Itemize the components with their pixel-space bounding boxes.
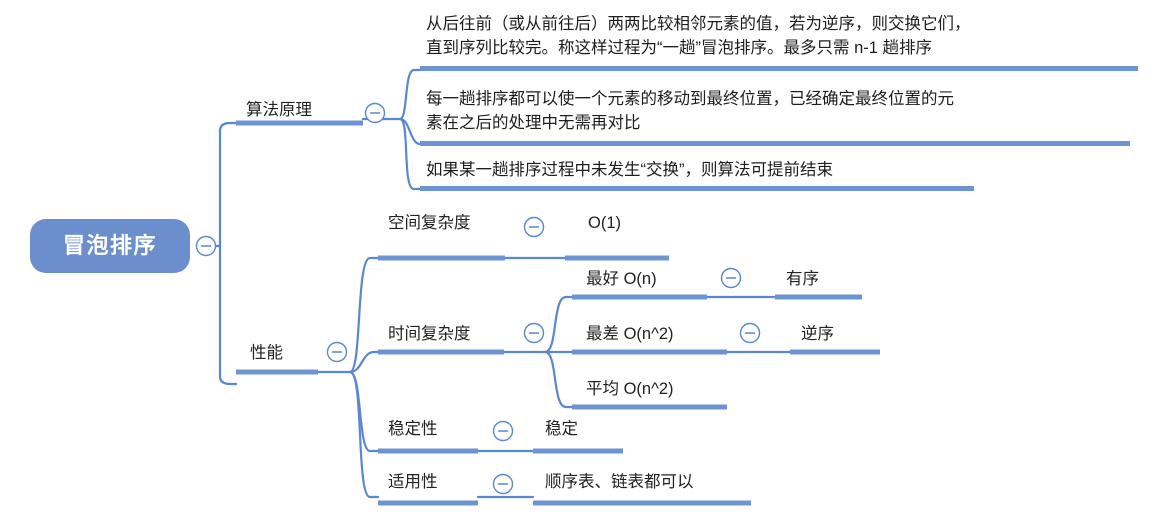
- connector-principle-to-p1: [398, 68, 422, 121]
- node-applicability-label: 适用性: [388, 472, 438, 491]
- toggle-applicability[interactable]: [492, 473, 514, 495]
- node-principle-1-line-1: 从后往前（或从前往后）两两比较相邻元素的值，若为逆序，则交换它们，: [426, 14, 971, 33]
- connector-performance-to-space: [348, 256, 380, 374]
- toggle-space-complexity[interactable]: [523, 216, 545, 238]
- node-time-worst-underline: [572, 349, 727, 355]
- node-principle[interactable]: 算法原理: [236, 100, 363, 126]
- node-principle-3[interactable]: 如果某一趟排序过程中未发生“交换”，则算法可提前结束: [420, 160, 974, 191]
- node-principle-1-line-2: 直到序列比较完。称这样过程为“一趟”冒泡排序。最多只需 n-1 趟排序: [426, 38, 932, 57]
- node-principle-3-line-1: 如果某一趟排序过程中未发生“交换”，则算法可提前结束: [426, 160, 833, 179]
- node-stability-value[interactable]: 稳定: [533, 419, 623, 454]
- toggle-performance[interactable]: [326, 341, 348, 363]
- node-time-avg-label: 平均 O(n^2): [586, 379, 674, 398]
- root-node-label: 冒泡排序: [63, 233, 157, 258]
- connector-time-to-avg: [543, 350, 574, 409]
- root-node-shape[interactable]: [30, 219, 190, 273]
- node-principle-1-underline: [420, 66, 1138, 71]
- node-time-worst-case[interactable]: 逆序: [790, 324, 880, 355]
- node-principle-3-underline: [420, 186, 974, 191]
- node-time-worst-case-label: 逆序: [801, 324, 834, 343]
- node-stability-underline: [378, 448, 478, 454]
- connector-time-to-best: [543, 295, 574, 354]
- node-applicability-value-underline: [533, 500, 751, 506]
- node-time-best-label: 最好 O(n): [586, 269, 657, 288]
- root-toggle[interactable]: [195, 235, 217, 257]
- node-time-avg[interactable]: 平均 O(n^2): [572, 379, 727, 410]
- root-node[interactable]: 冒泡排序: [30, 219, 190, 273]
- node-principle-1[interactable]: 从后往前（或从前往后）两两比较相邻元素的值，若为逆序，则交换它们， 直到序列比较…: [420, 14, 1138, 71]
- node-space-complexity[interactable]: 空间复杂度: [378, 213, 505, 261]
- node-time-complexity-underline: [378, 349, 504, 355]
- node-space-o1[interactable]: O(1): [565, 214, 669, 261]
- node-time-avg-underline: [572, 404, 727, 410]
- node-time-best-case[interactable]: 有序: [775, 269, 862, 300]
- connector-root-to-principle: [218, 121, 238, 133]
- toggle-time-complexity[interactable]: [523, 322, 545, 344]
- node-time-best-case-label: 有序: [786, 269, 819, 288]
- node-performance-underline: [236, 369, 318, 375]
- node-time-complexity-label: 时间复杂度: [388, 324, 471, 343]
- node-applicability-value[interactable]: 顺序表、链表都可以: [533, 472, 751, 506]
- node-applicability-value-label: 顺序表、链表都可以: [545, 472, 694, 491]
- node-time-best-underline: [572, 294, 707, 300]
- node-stability-value-underline: [533, 448, 623, 454]
- node-time-best-case-underline: [775, 294, 862, 300]
- connector-principle-to-p3: [398, 117, 422, 191]
- node-space-complexity-label: 空间复杂度: [388, 213, 471, 232]
- node-performance-label: 性能: [250, 343, 283, 362]
- node-performance[interactable]: 性能: [236, 343, 318, 375]
- node-principle-label: 算法原理: [246, 100, 312, 119]
- node-stability[interactable]: 稳定性: [378, 419, 478, 454]
- node-principle-2[interactable]: 每一趟排序都可以使一个元素的移动到最终位置，已经确定最终位置的元 素在之后的处理…: [420, 89, 1130, 146]
- node-space-complexity-underline: [378, 255, 505, 261]
- toggle-stability[interactable]: [492, 420, 514, 442]
- connector-performance-to-stability: [348, 370, 380, 453]
- node-time-complexity[interactable]: 时间复杂度: [378, 324, 504, 355]
- node-stability-value-label: 稳定: [545, 419, 578, 438]
- node-principle-underline: [236, 120, 363, 126]
- toggle-time-best[interactable]: [720, 267, 742, 289]
- connector-performance-to-applicability: [348, 370, 380, 499]
- node-time-worst[interactable]: 最差 O(n^2): [572, 324, 727, 355]
- toggle-principle[interactable]: [364, 102, 386, 124]
- connector-performance-to-time: [348, 350, 380, 374]
- node-stability-label: 稳定性: [388, 419, 438, 438]
- node-time-worst-label: 最差 O(n^2): [586, 324, 674, 343]
- node-space-o1-underline: [565, 255, 669, 261]
- toggle-time-worst[interactable]: [739, 322, 761, 344]
- node-time-best[interactable]: 最好 O(n): [572, 269, 707, 300]
- node-time-worst-case-underline: [790, 349, 880, 355]
- node-principle-2-line-1: 每一趟排序都可以使一个元素的移动到最终位置，已经确定最终位置的元: [426, 89, 954, 108]
- node-applicability-underline: [378, 500, 478, 506]
- node-principle-2-line-2: 素在之后的处理中无需再对比: [426, 113, 641, 132]
- node-applicability[interactable]: 适用性: [378, 472, 478, 506]
- node-space-o1-label: O(1): [588, 214, 621, 232]
- node-principle-2-underline: [420, 141, 1130, 146]
- connector-root-to-performance: [218, 374, 238, 386]
